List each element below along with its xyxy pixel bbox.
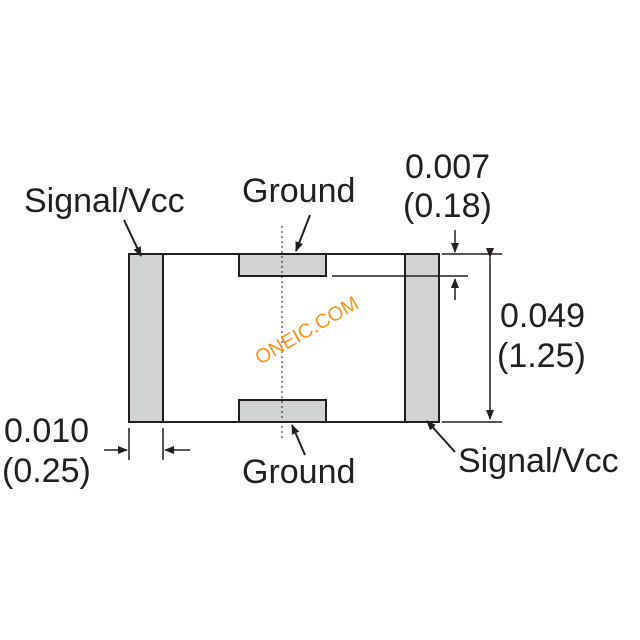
leader-signal-right	[426, 420, 456, 453]
right-terminal	[404, 253, 440, 423]
label-signal-vcc-left: Signal/Vcc	[24, 182, 185, 220]
dim-pad-gap-in: 0.007	[405, 148, 490, 186]
dim-terminal-width-in: 0.010	[4, 412, 89, 450]
dim-height-in: 0.049	[500, 297, 585, 335]
left-terminal	[128, 253, 164, 423]
component-body	[128, 253, 440, 423]
dim-pad-gap-mm: (0.18)	[403, 187, 492, 225]
leader-ground-top	[295, 214, 311, 252]
dim-terminal-width-mm: (0.25)	[2, 452, 91, 490]
label-ground-top: Ground	[242, 172, 355, 210]
label-ground-bottom: Ground	[242, 453, 355, 491]
leader-ground-bottom	[291, 424, 306, 456]
leader-signal-left	[123, 219, 142, 257]
label-signal-vcc-right: Signal/Vcc	[458, 442, 619, 480]
dim-height-mm: (1.25)	[497, 337, 586, 375]
